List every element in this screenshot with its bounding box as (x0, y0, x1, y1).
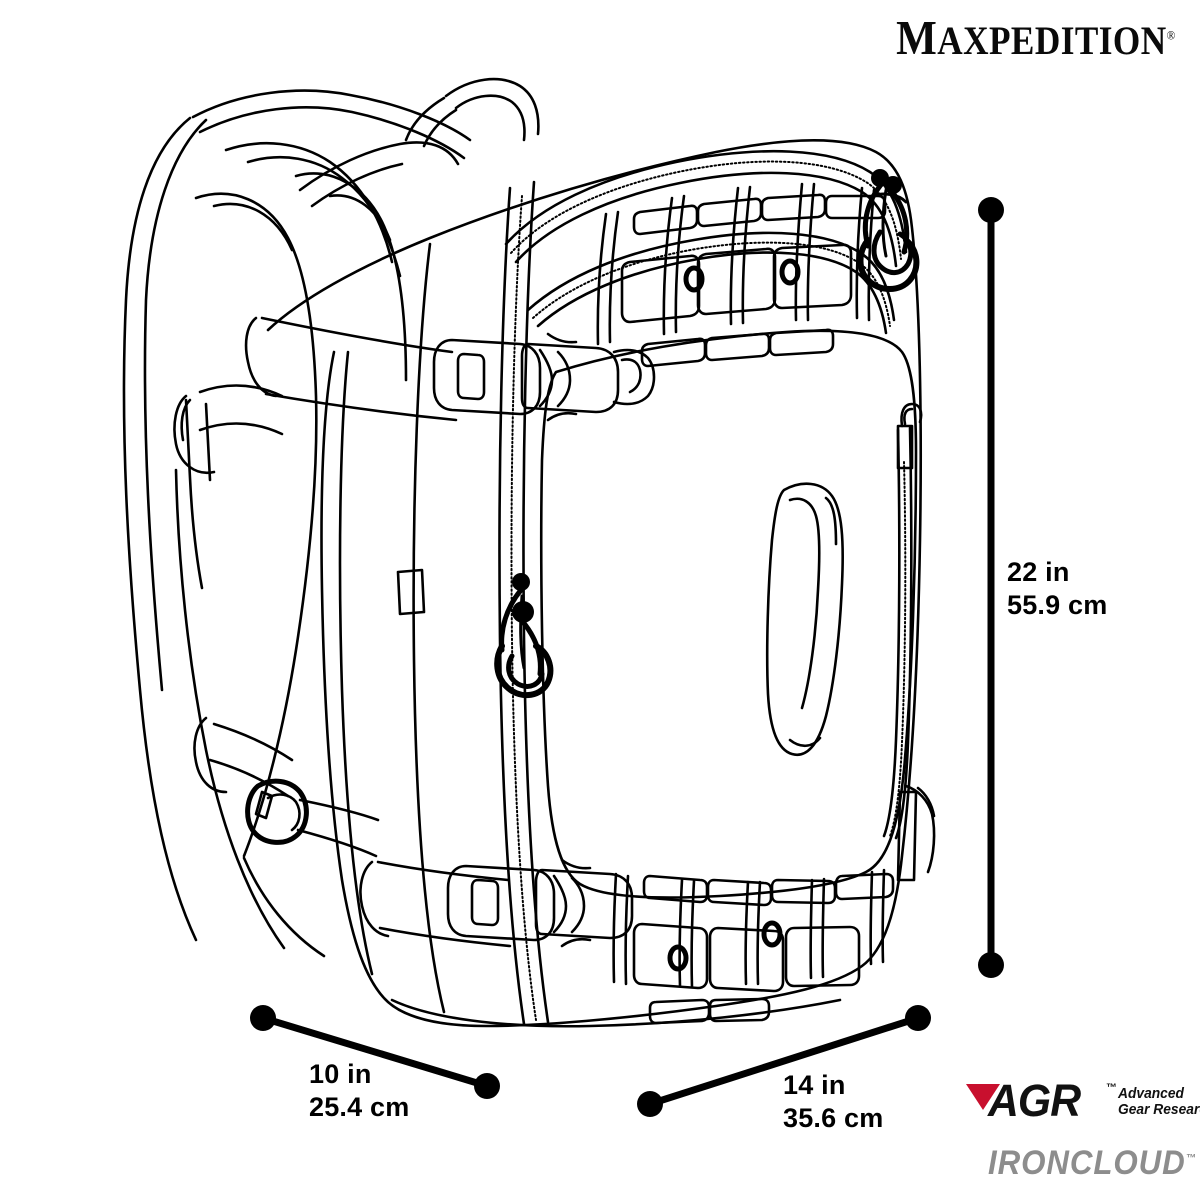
agr-triangle-icon (966, 1084, 1000, 1110)
maxpedition-lead-letter: M (896, 9, 938, 65)
maxpedition-registered-icon: ® (1166, 27, 1176, 43)
depth-endpoint-left (250, 1005, 276, 1031)
width-dimension-line (648, 1014, 920, 1108)
depth-dimension-line (261, 1014, 489, 1090)
agr-tagline-line1: Advanced (1118, 1085, 1184, 1102)
height-endpoint-top (978, 197, 1004, 223)
ironcloud-trademark-icon: ™ (1185, 1152, 1196, 1165)
agr-trademark-icon: ™ (1106, 1082, 1117, 1094)
depth-metric: 25.4 cm (309, 1091, 410, 1122)
height-dimension-label: 22 in 55.9 cm (1007, 556, 1107, 622)
ironcloud-product-name: IRONCLOUD™ (988, 1146, 1196, 1180)
height-imperial: 22 in (1007, 557, 1070, 587)
width-endpoint-right (905, 1005, 931, 1031)
maxpedition-logo: MAXPEDITION® (896, 13, 1176, 63)
height-metric: 55.9 cm (1007, 589, 1108, 620)
width-imperial: 14 in (783, 1070, 846, 1100)
agr-logo: AGR ™ Advanced Gear Research (966, 1078, 1200, 1134)
width-metric: 35.6 cm (783, 1102, 884, 1133)
paracord-pulls (494, 169, 920, 699)
maxpedition-wordmark: AXPEDITION (937, 17, 1167, 63)
depth-dimension-label: 10 in 25.4 cm (309, 1058, 409, 1124)
agr-acronym: AGR (988, 1075, 1081, 1126)
agr-tagline: Advanced Gear Research (1118, 1085, 1200, 1119)
depth-imperial: 10 in (309, 1059, 372, 1089)
width-endpoint-left (637, 1091, 663, 1117)
height-endpoint-bottom (978, 952, 1004, 978)
agr-tagline-line2: Gear Research (1118, 1101, 1200, 1119)
width-dimension-label: 14 in 35.6 cm (783, 1069, 883, 1135)
ironcloud-wordmark: IRONCLOUD (988, 1144, 1186, 1182)
depth-endpoint-right (474, 1073, 500, 1099)
